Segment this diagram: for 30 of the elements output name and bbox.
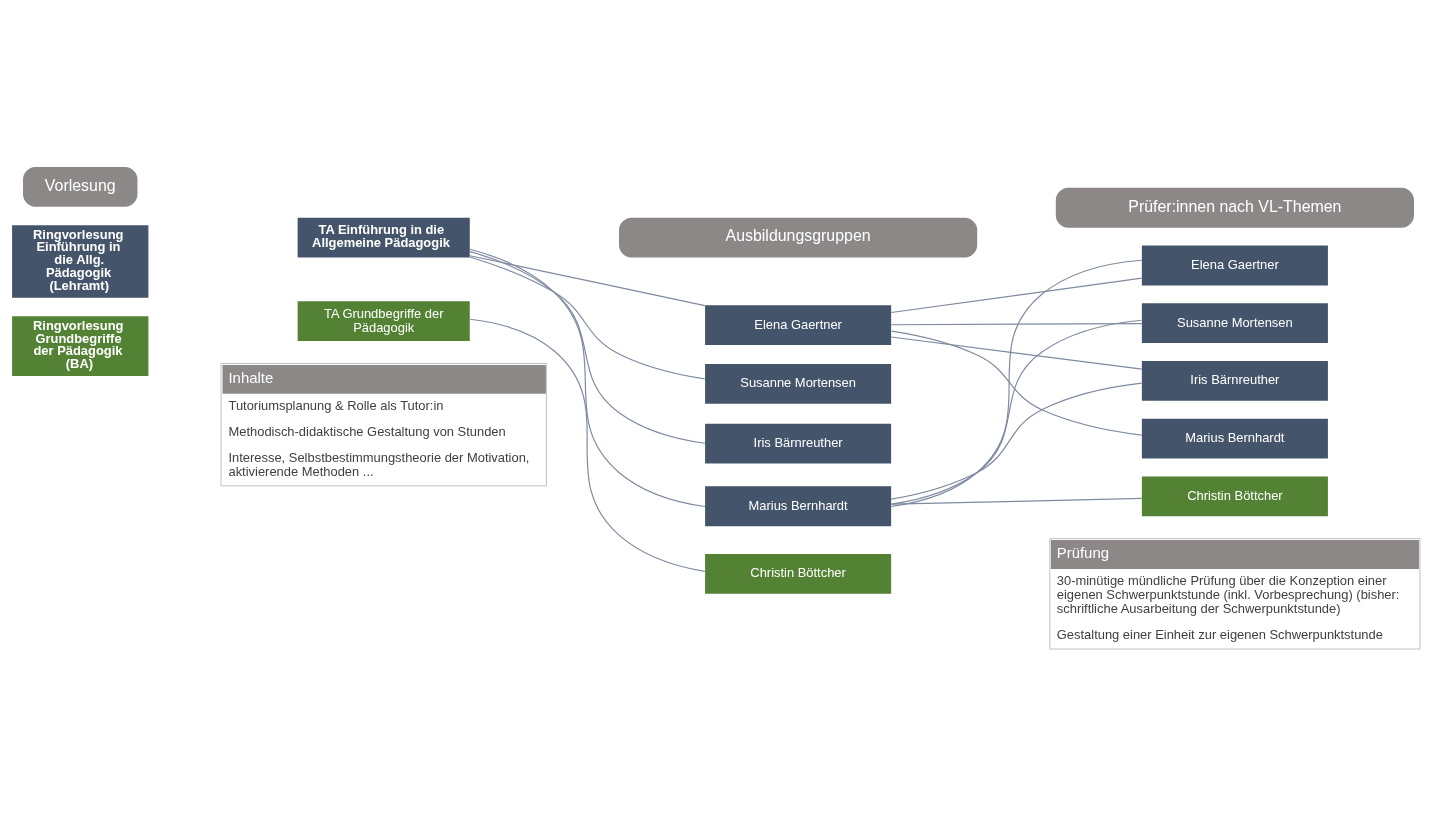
connector — [891, 330, 1143, 436]
connector — [890, 319, 1143, 505]
connector — [469, 318, 706, 573]
node-box: TA Grundbegriffe der Pädagogik — [297, 301, 470, 342]
node-box: Vorlesung — [23, 167, 138, 207]
node-box: Christin Böttcher — [705, 554, 892, 594]
node-box: Marius Bernhardt — [705, 486, 892, 527]
node-box: TA Einführung in die Allgemeine Pädagogik — [297, 217, 470, 258]
connector — [890, 336, 1143, 370]
node-box: Prüfer:innen nach VL-Themen — [1055, 187, 1414, 228]
connector — [891, 259, 1143, 507]
node-box: Ringvorlesung Einführung in die Allg. Pädagogik (Lehramt) — [12, 225, 149, 298]
node-box: Susanne Mortensen — [1141, 303, 1328, 344]
node-box: Iris Bärnreuther — [1141, 361, 1328, 401]
node-box: Marius Bernhardt — [1141, 418, 1328, 459]
connector — [890, 382, 1143, 500]
node-box: Ringvorlesung Grundbegriffe der Pädagogik (BA) — [12, 316, 149, 376]
node-box: Iris Bärnreuther — [705, 423, 892, 464]
connector — [890, 323, 1143, 326]
node-box: Elena Gaertner — [1141, 245, 1328, 286]
connector — [469, 256, 706, 380]
connector — [469, 251, 706, 444]
node-box: Ausbildungsgruppen — [619, 217, 978, 258]
connector — [890, 497, 1143, 505]
node-box: Elena Gaertner — [705, 305, 892, 346]
node-box: Susanne Mortensen — [705, 364, 892, 404]
node-box: Christin Böttcher — [1141, 476, 1328, 517]
connector — [890, 277, 1143, 314]
connector — [469, 255, 706, 307]
connector — [469, 248, 706, 508]
